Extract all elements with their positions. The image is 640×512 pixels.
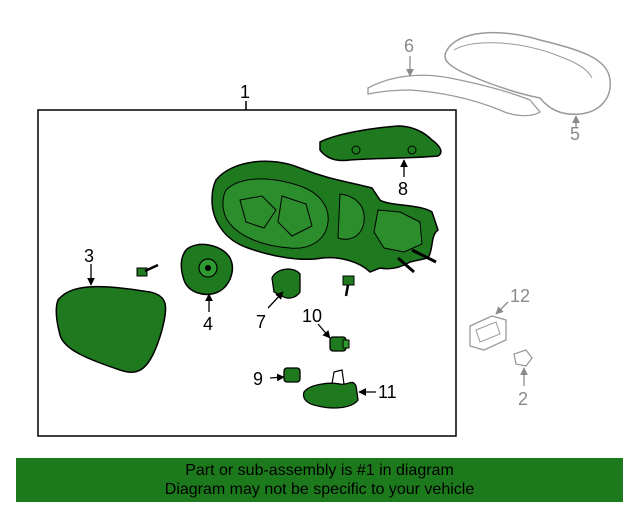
banner-line-1: Part or sub-assembly is #1 in diagram [185, 462, 454, 479]
small-bulb-part [513, 349, 533, 367]
callout-8: 8 [398, 179, 408, 199]
callout-10-arrow [317, 323, 331, 339]
motor-part [180, 243, 234, 296]
callout-3: 3 [84, 246, 94, 266]
turn-signal-part [319, 125, 442, 162]
callout-5: 5 [570, 124, 580, 144]
info-banner: Part or sub-assembly is #1 in diagram Di… [16, 458, 623, 502]
callout-2: 2 [518, 389, 528, 409]
callout-12-arrow [495, 301, 509, 315]
callout-12: 12 [510, 286, 530, 306]
bracket-part [302, 369, 359, 409]
callout-11: 11 [378, 382, 397, 402]
callout-4: 4 [203, 314, 213, 334]
callout-10: 10 [302, 306, 322, 326]
clip-part [271, 268, 301, 299]
callout-7: 7 [256, 312, 266, 332]
connector-part [283, 367, 301, 383]
mirror-glass-part [55, 285, 167, 373]
assembly-box [37, 109, 457, 437]
callout-9-arrow [269, 373, 285, 382]
moulding-part [367, 74, 541, 117]
callout-9: 9 [253, 369, 263, 389]
lamp-socket-part [469, 315, 507, 351]
callout-1: 1 [240, 82, 250, 102]
callout-6: 6 [404, 36, 414, 56]
bulb-part [329, 336, 350, 352]
cover-part [444, 32, 611, 116]
housing-screw-part [342, 275, 355, 297]
mirror-housing-part [211, 160, 439, 274]
banner-line-2: Diagram may not be specific to your vehi… [164, 481, 475, 498]
screw-part [136, 263, 159, 277]
parts-diagram: 1 3 4 8 7 [37, 32, 611, 437]
callout-7-arrow [267, 291, 284, 309]
